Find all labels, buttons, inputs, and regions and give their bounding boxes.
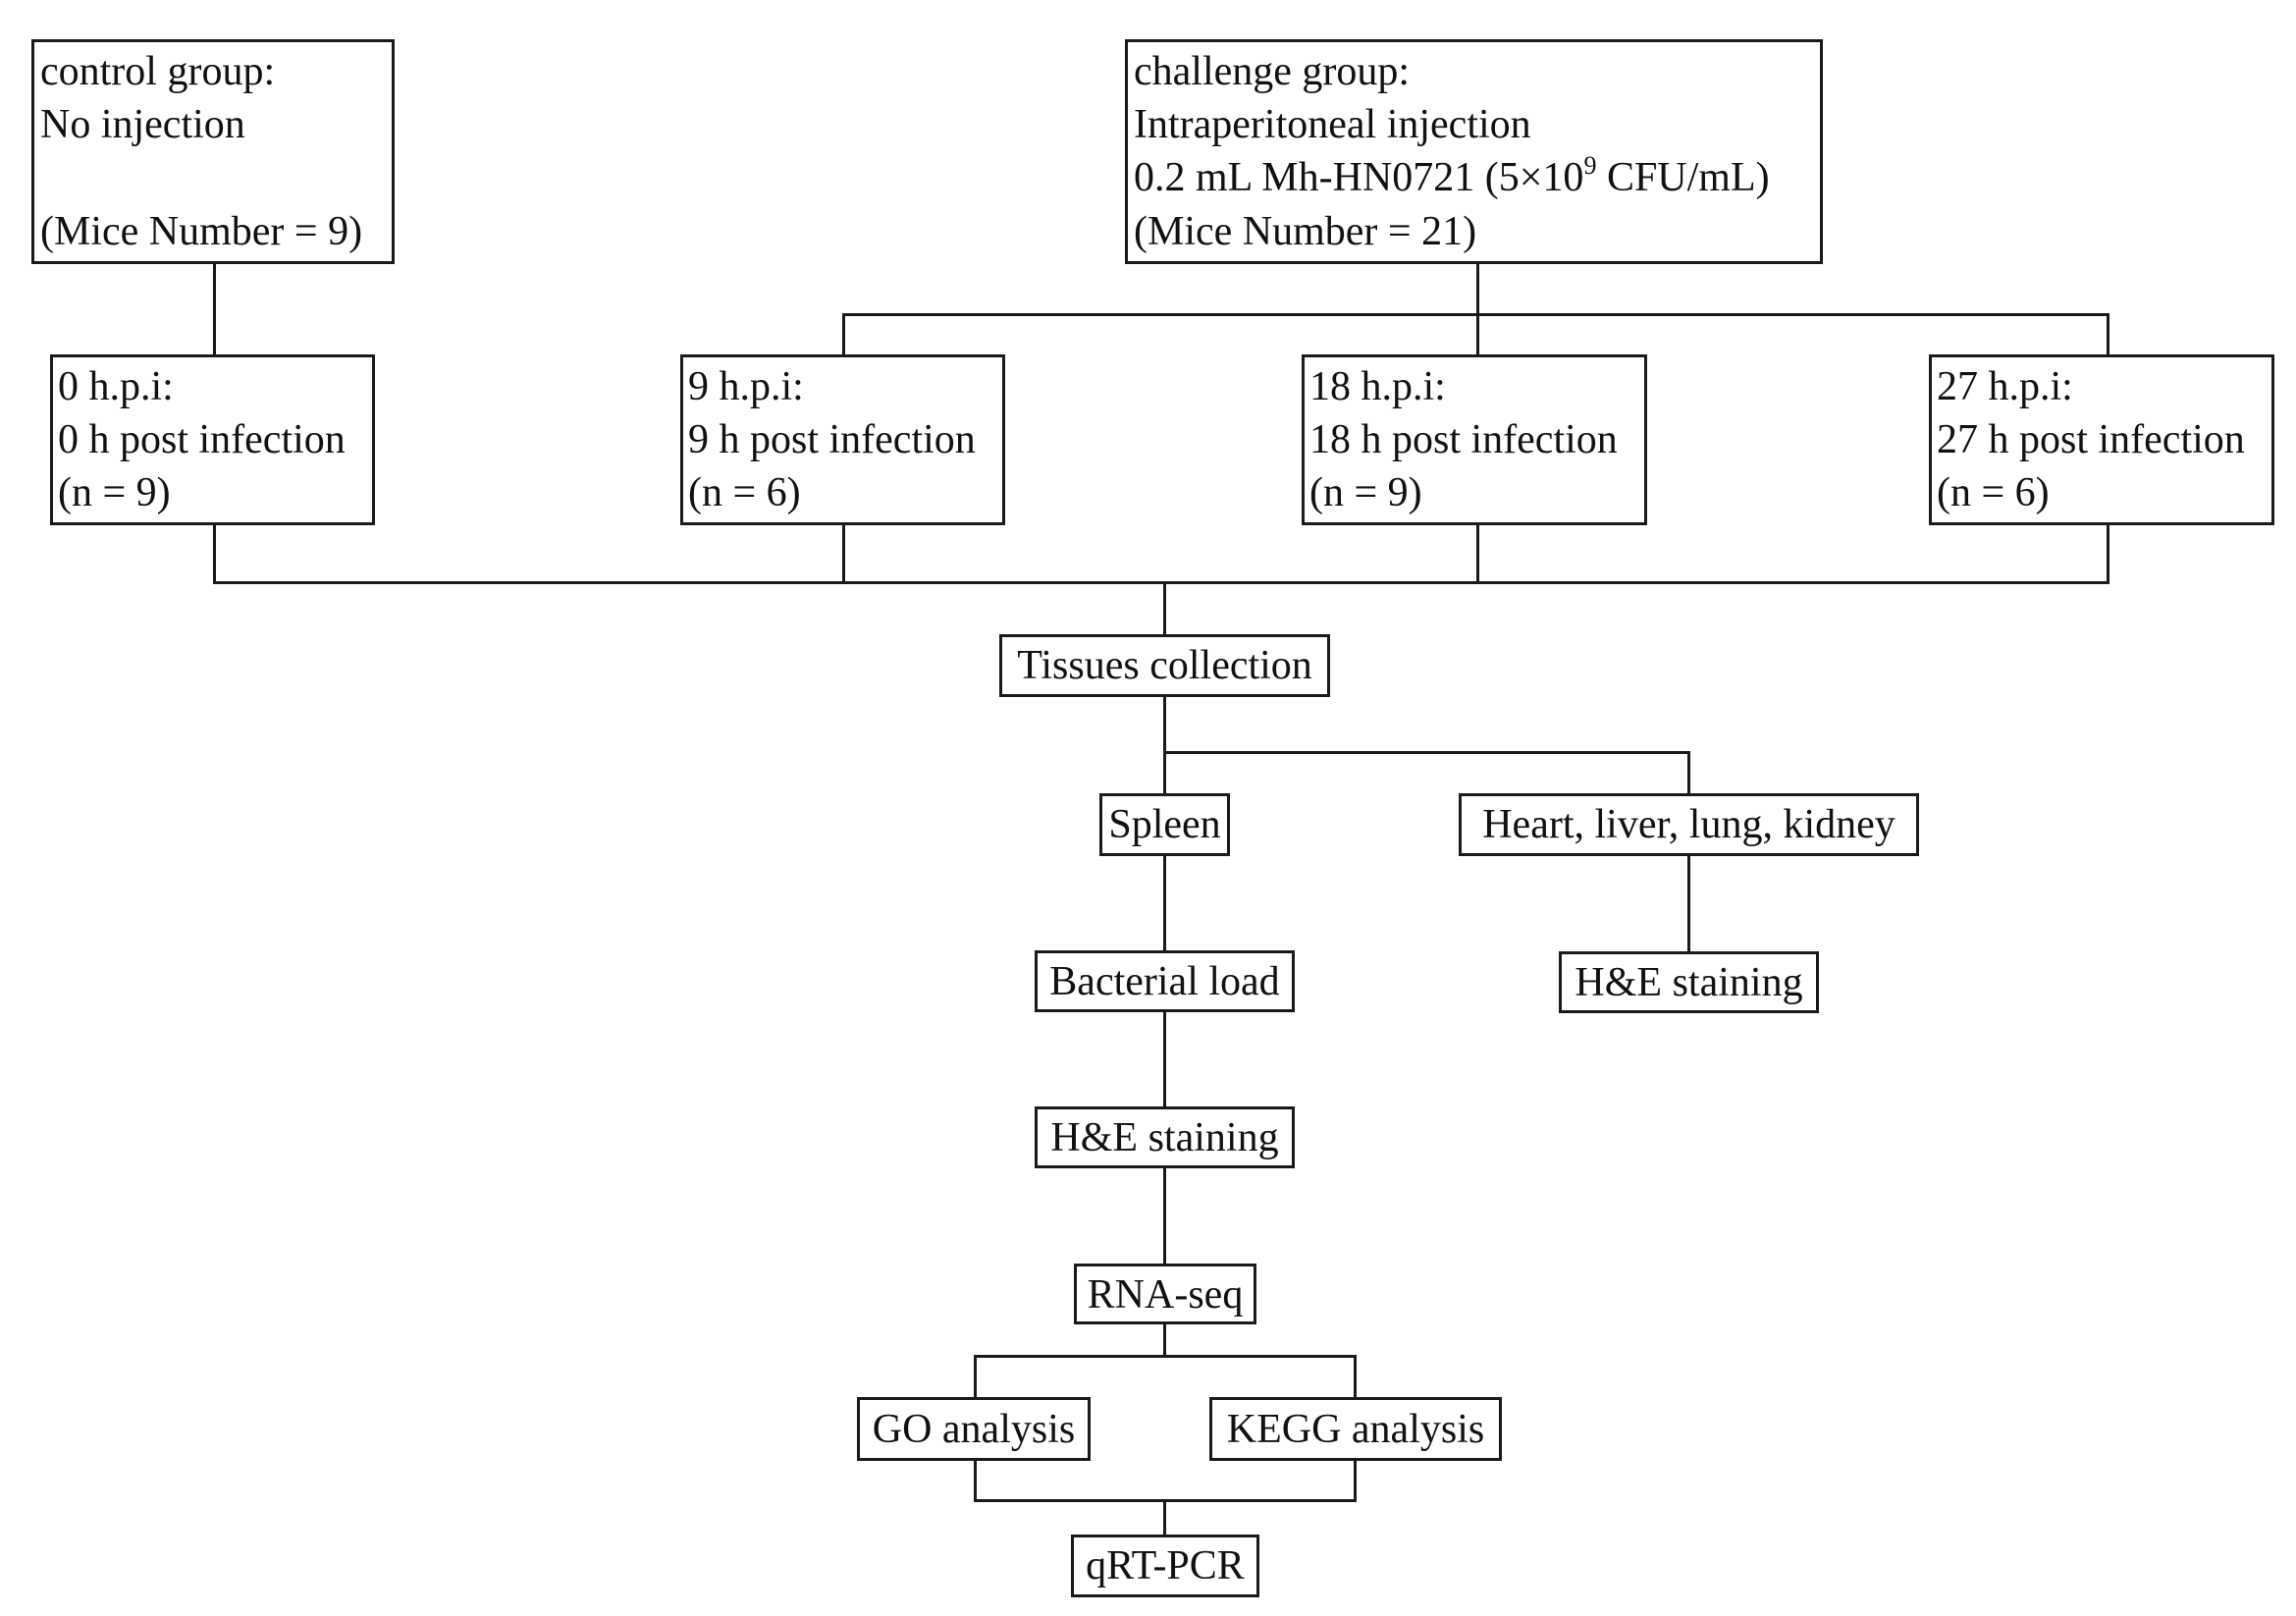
connector-he-to-rnaseq	[1163, 1166, 1166, 1266]
timepoint-description: 0 h post infection	[58, 417, 346, 462]
connector-to-9hpi	[842, 313, 845, 356]
timepoint-sample-size: (n = 6)	[1937, 470, 2050, 515]
organs-he-staining-box: H&E staining	[1559, 951, 1819, 1013]
connector-merge-to-qrtpcr	[1163, 1499, 1166, 1536]
timepoint-description: 18 h post infection	[1309, 417, 1618, 462]
connector-9hpi-down	[842, 524, 845, 584]
challenge-group-dose: 0.2 mL Mh-HN0721 (5×109 CFU/mL)	[1134, 151, 1770, 201]
connector-spleen-to-bacterial	[1163, 854, 1166, 952]
control-group-count: (Mice Number = 9)	[40, 209, 363, 254]
kegg-analysis-label: KEGG analysis	[1226, 1407, 1485, 1452]
timepoint-sample-size: (n = 9)	[1309, 470, 1422, 515]
qrtpcr-box: qRT-PCR	[1071, 1535, 1259, 1597]
connector-kegg-down	[1354, 1459, 1357, 1502]
timepoint-description: 9 h post infection	[688, 417, 976, 462]
challenge-group-title: challenge group:	[1134, 49, 1411, 94]
timepoint-sample-size: (n = 6)	[688, 470, 801, 515]
organs-box: Heart, liver, lung, kidney	[1459, 793, 1919, 856]
control-group-box: control group: No injection (Mice Number…	[31, 39, 395, 264]
control-group-title: control group:	[40, 49, 276, 94]
go-analysis-label: GO analysis	[872, 1407, 1076, 1452]
connector-control-to-0hpi	[213, 262, 216, 356]
spleen-label: Spleen	[1108, 802, 1221, 847]
spleen-box: Spleen	[1099, 793, 1230, 856]
connector-timepoints-merge	[213, 581, 2109, 584]
timepoint-label: 18 h.p.i:	[1309, 364, 1446, 409]
spleen-he-staining-box: H&E staining	[1035, 1106, 1295, 1168]
challenge-group-route: Intraperitoneal injection	[1134, 102, 1531, 147]
connector-to-go	[974, 1355, 977, 1399]
timepoint-box-0hpi: 0 h.p.i: 0 h post infection (n = 9)	[50, 354, 375, 525]
tissues-collection-label: Tissues collection	[1017, 643, 1312, 688]
organs-label: Heart, liver, lung, kidney	[1482, 802, 1896, 847]
organs-he-staining-label: H&E staining	[1575, 960, 1803, 1005]
connector-challenge-branch	[842, 313, 2109, 316]
challenge-group-count: (Mice Number = 21)	[1134, 209, 1477, 254]
connector-rnaseq-down	[1163, 1322, 1166, 1356]
connector-to-organs	[1687, 751, 1690, 795]
connector-18hpi-down	[1476, 524, 1479, 584]
timepoint-label: 9 h.p.i:	[688, 364, 804, 409]
connector-tissues-down	[1163, 695, 1166, 795]
connector-organs-to-he	[1687, 854, 1690, 953]
timepoint-sample-size: (n = 9)	[58, 470, 171, 515]
connector-challenge-down	[1476, 262, 1479, 315]
timepoint-label: 0 h.p.i:	[58, 364, 174, 409]
control-group-treatment: No injection	[40, 102, 245, 147]
rnaseq-label: RNA-seq	[1087, 1272, 1244, 1318]
connector-0hpi-down	[213, 524, 216, 584]
timepoint-box-18hpi: 18 h.p.i: 18 h post infection (n = 9)	[1302, 354, 1647, 525]
connector-go-down	[974, 1459, 977, 1502]
connector-merge-to-tissues	[1163, 581, 1166, 636]
timepoint-box-9hpi: 9 h.p.i: 9 h post infection (n = 6)	[680, 354, 1005, 525]
bacterial-load-box: Bacterial load	[1035, 950, 1295, 1012]
connector-to-18hpi	[1476, 313, 1479, 356]
challenge-group-box: challenge group: Intraperitoneal injecti…	[1125, 39, 1823, 264]
connector-rnaseq-branch	[974, 1355, 1357, 1358]
tissues-collection-box: Tissues collection	[999, 634, 1330, 697]
timepoint-label: 27 h.p.i:	[1937, 364, 2073, 409]
qrtpcr-label: qRT-PCR	[1086, 1543, 1245, 1589]
connector-tissues-branch	[1163, 751, 1690, 754]
bacterial-load-label: Bacterial load	[1049, 959, 1280, 1004]
connector-to-kegg	[1354, 1355, 1357, 1399]
rnaseq-box: RNA-seq	[1074, 1264, 1256, 1324]
kegg-analysis-box: KEGG analysis	[1209, 1397, 1502, 1461]
timepoint-box-27hpi: 27 h.p.i: 27 h post infection (n = 6)	[1929, 354, 2274, 525]
timepoint-description: 27 h post infection	[1937, 417, 2245, 462]
dose-exponent: 9	[1583, 151, 1597, 180]
go-analysis-box: GO analysis	[857, 1397, 1091, 1461]
connector-to-27hpi	[2107, 313, 2109, 356]
connector-27hpi-down	[2107, 524, 2109, 584]
spleen-he-staining-label: H&E staining	[1050, 1115, 1279, 1160]
connector-bacterial-to-he	[1163, 1010, 1166, 1108]
